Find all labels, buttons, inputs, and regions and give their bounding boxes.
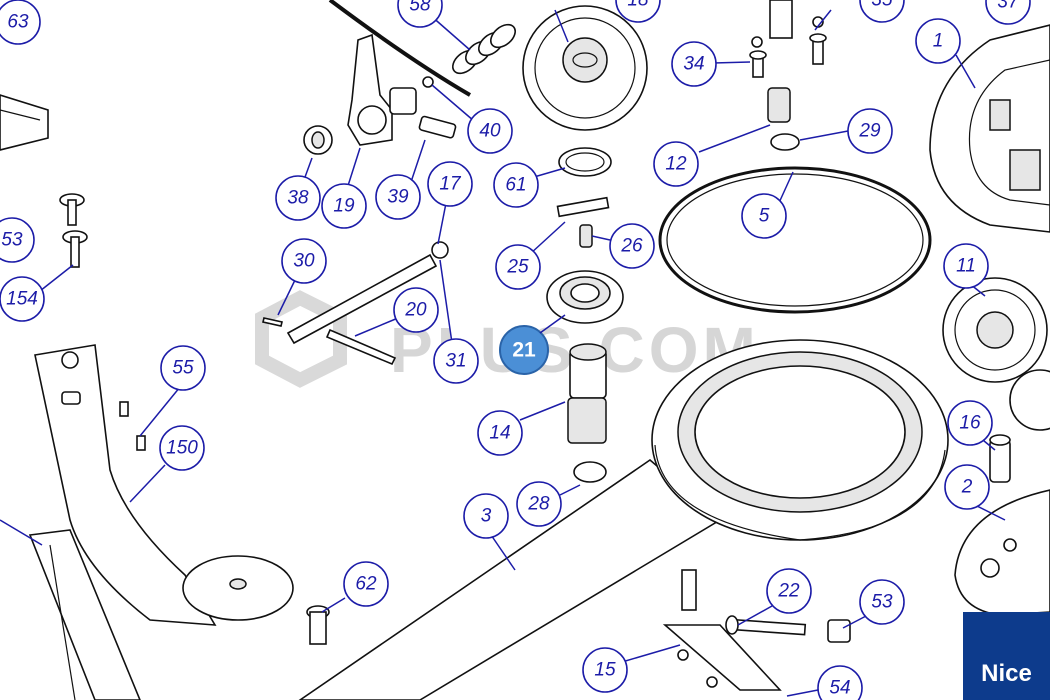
- svg-text:40: 40: [479, 121, 501, 142]
- callout-62: 62: [343, 561, 389, 607]
- callout-30: 30: [281, 238, 327, 284]
- svg-text:31: 31: [445, 351, 466, 372]
- callout-53-left: 53: [0, 217, 35, 263]
- callout-12: 12: [653, 141, 699, 187]
- callout-5: 5: [741, 193, 787, 239]
- callout-19: 19: [321, 183, 367, 229]
- brand-name: Nice: [981, 660, 1032, 687]
- svg-text:55: 55: [172, 358, 194, 379]
- leader-lines: [0, 9, 1006, 697]
- callout-55: 55: [160, 345, 206, 391]
- svg-text:29: 29: [858, 121, 881, 142]
- callout-34: 34: [671, 41, 717, 87]
- svg-text:20: 20: [404, 300, 427, 321]
- callout-28: 28: [516, 481, 562, 527]
- svg-text:16: 16: [959, 413, 981, 434]
- callout-20: 20: [393, 287, 439, 333]
- callout-26: 26: [609, 223, 655, 269]
- callout-54: 54: [817, 665, 863, 700]
- callout-15: 15: [582, 647, 628, 693]
- callout-1: 1: [915, 18, 961, 64]
- svg-text:22: 22: [777, 581, 800, 602]
- callout-63: 63: [0, 0, 41, 45]
- svg-text:53: 53: [1, 230, 23, 251]
- svg-text:25: 25: [506, 257, 529, 278]
- svg-text:18: 18: [627, 0, 649, 11]
- svg-text:63: 63: [7, 12, 29, 33]
- callout-53-right: 53: [859, 579, 905, 625]
- highlighted-callout-21[interactable]: 21: [499, 325, 549, 375]
- svg-text:3: 3: [481, 506, 492, 527]
- callout-25: 25: [495, 244, 541, 290]
- svg-text:5: 5: [759, 206, 770, 227]
- callout-40: 40: [467, 108, 513, 154]
- callout-35: 35: [859, 0, 905, 23]
- svg-text:62: 62: [355, 574, 377, 595]
- callout-150: 150: [159, 425, 205, 471]
- callout-58: 58: [397, 0, 443, 28]
- svg-text:37: 37: [997, 0, 1020, 13]
- callout-38: 38: [275, 175, 321, 221]
- leader-21: [539, 314, 566, 334]
- svg-text:150: 150: [166, 438, 198, 459]
- svg-text:35: 35: [871, 0, 893, 11]
- callout-61: 61: [493, 162, 539, 208]
- callout-14: 14: [477, 410, 523, 456]
- svg-text:54: 54: [829, 678, 850, 699]
- svg-text:26: 26: [620, 236, 643, 257]
- callout-18: 18: [615, 0, 661, 23]
- svg-text:39: 39: [387, 187, 409, 208]
- svg-text:28: 28: [527, 494, 550, 515]
- svg-text:154: 154: [6, 289, 38, 310]
- callout-22: 22: [766, 568, 812, 614]
- svg-text:21: 21: [512, 339, 536, 362]
- callout-154: 154: [0, 276, 45, 322]
- svg-text:30: 30: [293, 251, 315, 272]
- callout-17: 17: [427, 161, 473, 207]
- callout-39: 39: [375, 174, 421, 220]
- callout-2: 2: [944, 464, 990, 510]
- svg-text:34: 34: [683, 54, 704, 75]
- callout-31: 31: [433, 338, 479, 384]
- svg-text:15: 15: [594, 660, 616, 681]
- svg-text:12: 12: [665, 154, 687, 175]
- svg-text:2: 2: [961, 477, 973, 498]
- svg-text:19: 19: [333, 196, 355, 217]
- brand-logo: Nice: [963, 612, 1050, 700]
- callout-37: 37: [985, 0, 1031, 25]
- svg-text:1: 1: [933, 31, 944, 52]
- svg-text:53: 53: [871, 592, 893, 613]
- callout-3: 3: [463, 493, 509, 539]
- callout-29: 29: [847, 108, 893, 154]
- svg-text:11: 11: [956, 256, 976, 277]
- callout-11: 11: [943, 243, 989, 289]
- svg-text:61: 61: [505, 175, 526, 196]
- callout-16: 16: [947, 400, 993, 446]
- svg-text:38: 38: [287, 188, 309, 209]
- svg-text:14: 14: [489, 423, 510, 444]
- svg-text:17: 17: [439, 174, 462, 195]
- svg-text:58: 58: [409, 0, 431, 16]
